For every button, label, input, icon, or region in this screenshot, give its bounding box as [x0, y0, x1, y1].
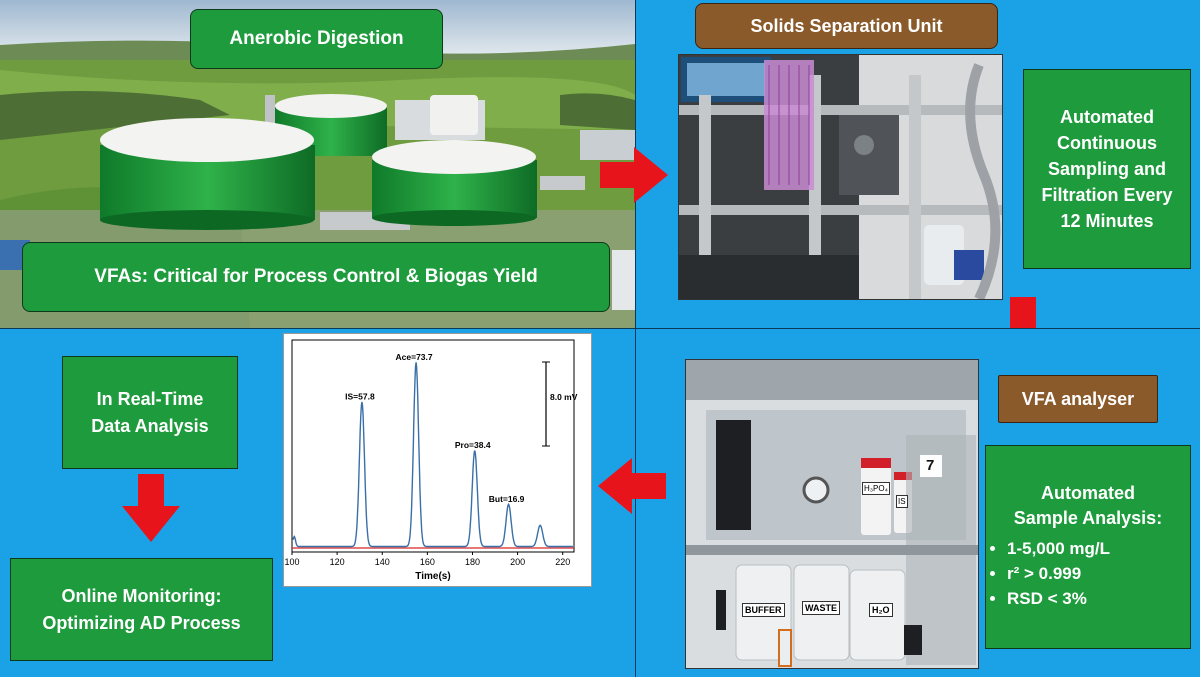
bottle-label-buffer: BUFFER — [742, 603, 785, 617]
peak-label-1: Ace=73.7 — [396, 352, 433, 362]
x-tick-label-100: 100 — [284, 557, 299, 567]
scale-bar-label: 8.0 mV — [550, 392, 578, 402]
chromatogram-trace — [292, 362, 573, 548]
vfa-analyser-panel: BUFFER WASTE H₂O H₃PO₄ IS 7 VFA analyser… — [635, 328, 1200, 677]
bottle-label-water: H₂O — [869, 603, 893, 617]
bottle-label-phosphoric-acid: H₃PO₄ — [862, 482, 890, 495]
vfa-importance-caption: VFAs: Critical for Process Control & Bio… — [22, 242, 610, 312]
x-axis-label: Time(s) — [415, 571, 450, 582]
peak-label-0: IS=57.8 — [345, 392, 375, 402]
metric-precision: RSD < 3% — [1007, 588, 1191, 611]
arrow-to-chart — [598, 458, 666, 514]
sample-analysis-heading: Automated Sample Analysis: — [1013, 483, 1163, 528]
analysis-metrics-list: 1-5,000 mg/L r² > 0.999 RSD < 3% — [985, 536, 1191, 613]
sampling-frequency-box: Automated Continuous Sampling and Filtra… — [1023, 69, 1191, 269]
online-monitoring-box: Online Monitoring: Optimizing AD Process — [10, 558, 273, 661]
filtration-rig-photo — [678, 54, 1003, 300]
x-tick-label-200: 200 — [510, 557, 525, 567]
peak-label-2: Pro=38.4 — [455, 440, 491, 450]
module-number-label: 7 — [926, 457, 935, 474]
realtime-analysis-box: In Real-Time Data Analysis — [62, 356, 238, 469]
bottle-label-internal-standard: IS — [896, 495, 908, 508]
metric-range: 1-5,000 mg/L — [1007, 538, 1191, 561]
arrow-to-separation — [600, 147, 668, 203]
arrow-to-online-monitoring — [122, 474, 180, 542]
metric-linearity: r² > 0.999 — [1007, 563, 1191, 586]
solids-separation-panel: Solids Separation Unit Automa — [635, 0, 1200, 365]
x-tick-label-140: 140 — [375, 557, 390, 567]
bottle-label-waste: WASTE — [802, 601, 841, 615]
x-tick-label-220: 220 — [555, 557, 570, 567]
vfa-analyser-photo: BUFFER WASTE H₂O H₃PO₄ IS 7 — [685, 359, 979, 669]
x-tick-label-120: 120 — [330, 557, 345, 567]
anaerobic-digestion-panel: Anerobic Digestion VFAs: Critical for Pr… — [0, 0, 635, 328]
vfa-analyser-title: VFA analyser — [998, 375, 1158, 423]
x-tick-label-160: 160 — [420, 557, 435, 567]
peak-label-3: But=16.9 — [489, 494, 525, 504]
solids-separation-title: Solids Separation Unit — [695, 3, 998, 49]
x-tick-label-180: 180 — [465, 557, 480, 567]
anaerobic-digestion-title: Anerobic Digestion — [190, 9, 443, 69]
sample-analysis-summary: Automated Sample Analysis: 1-5,000 mg/L … — [985, 445, 1191, 649]
plot-frame — [291, 339, 575, 553]
